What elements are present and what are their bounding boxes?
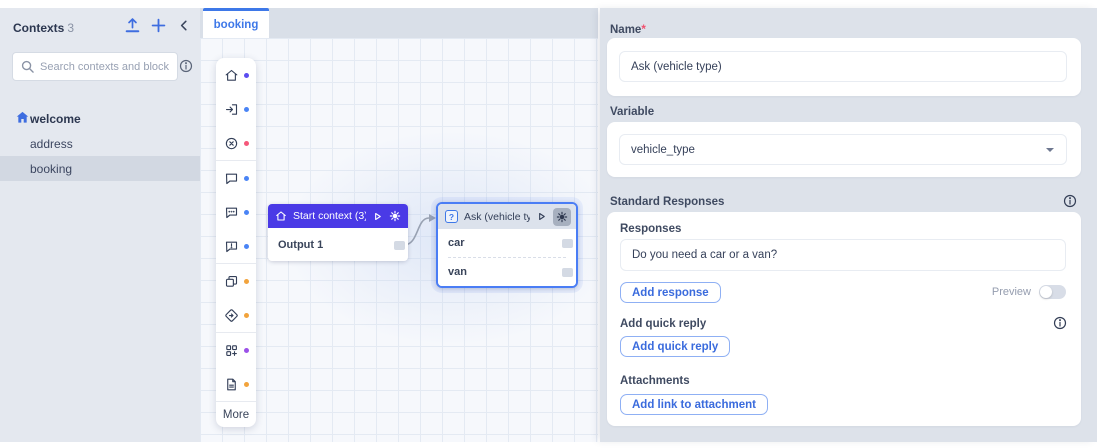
home-icon	[276, 211, 286, 221]
block-toolbar: More	[216, 58, 256, 427]
block-goto[interactable]	[216, 298, 256, 332]
node-start-context[interactable]: Start context (3) Output 1	[268, 204, 408, 261]
message-dots-icon	[225, 207, 237, 218]
sidebar-item-address[interactable]: address	[30, 136, 73, 151]
enter-icon	[225, 103, 237, 115]
output-port[interactable]	[562, 239, 573, 248]
search-icon	[21, 60, 34, 73]
block-enter-context[interactable]	[216, 92, 256, 126]
required-asterisk: *	[641, 24, 646, 36]
standard-responses-label: Standard Responses	[610, 196, 725, 208]
standard-responses-info-icon[interactable]	[1063, 194, 1077, 208]
search-input[interactable]	[40, 60, 169, 73]
output-port[interactable]	[562, 268, 573, 277]
add-attachment-button[interactable]: Add link to attachment	[620, 394, 768, 415]
node-title: Ask (vehicle type)	[464, 210, 530, 223]
name-input[interactable]	[619, 51, 1067, 82]
canvas-tabbar: booking	[200, 8, 598, 38]
close-circle-icon	[225, 137, 237, 149]
home-icon	[16, 111, 29, 123]
contexts-count: 3	[67, 21, 75, 35]
search-box[interactable]	[12, 52, 178, 81]
question-bubble-icon: ?	[445, 210, 458, 223]
output-port[interactable]	[394, 240, 405, 250]
collapse-sidebar-icon[interactable]	[177, 19, 190, 32]
preview-label: Preview	[991, 286, 1031, 298]
node-output-row: van	[438, 258, 576, 286]
attachments-label: Attachments	[620, 375, 690, 387]
quick-reply-info-icon[interactable]	[1053, 316, 1067, 330]
node-output-row: car	[438, 229, 576, 257]
response-input[interactable]	[620, 239, 1066, 271]
node-title: Start context (3)	[293, 210, 366, 222]
block-file[interactable]	[216, 367, 256, 401]
node-output-row: Output 1	[268, 228, 408, 261]
quick-reply-label: Add quick reply	[620, 318, 707, 330]
add-context-icon[interactable]	[151, 18, 166, 33]
responses-label: Responses	[620, 223, 682, 235]
blocks-plus-icon	[225, 344, 237, 356]
block-add-blocks[interactable]	[216, 333, 256, 367]
variable-card: vehicle_type	[607, 122, 1081, 177]
chevron-down-icon	[1046, 147, 1054, 152]
flow-canvas[interactable]: More Start context (3) Output 1 ? Ask (v…	[200, 38, 598, 442]
add-response-button[interactable]: Add response	[620, 282, 721, 303]
block-copy[interactable]	[216, 264, 256, 298]
add-quick-reply-button[interactable]: Add quick reply	[620, 336, 731, 357]
block-start-context[interactable]	[216, 58, 256, 92]
standard-responses-card: Responses Add response Preview Add quick…	[607, 212, 1081, 426]
play-icon[interactable]	[372, 211, 383, 222]
variable-select[interactable]: vehicle_type	[619, 134, 1067, 165]
variable-label: Variable	[610, 106, 655, 118]
block-message[interactable]	[216, 161, 256, 195]
name-card	[607, 38, 1081, 96]
name-label: Name*	[610, 24, 646, 36]
goto-icon	[224, 308, 238, 322]
block-notify[interactable]	[216, 229, 256, 263]
upload-icon[interactable]	[125, 18, 140, 33]
copy-icon	[225, 275, 237, 287]
play-icon[interactable]	[536, 211, 547, 222]
gear-icon[interactable]	[389, 210, 401, 222]
block-close-conversation[interactable]	[216, 126, 256, 160]
gear-icon[interactable]	[553, 207, 571, 226]
sidebar-item-booking[interactable]: booking	[0, 156, 200, 181]
file-icon	[226, 378, 236, 390]
toolbar-more-button[interactable]: More	[216, 401, 256, 427]
block-settings-panel: Name* Variable vehicle_type Standard Res…	[600, 8, 1097, 442]
message-alert-icon	[225, 241, 237, 252]
node-ask-vehicle-type[interactable]: ? Ask (vehicle type) car van	[436, 202, 578, 288]
block-ask-question[interactable]	[216, 195, 256, 229]
preview-toggle[interactable]	[1039, 285, 1066, 299]
search-info-icon[interactable]	[179, 59, 193, 73]
tab-booking[interactable]: booking	[203, 8, 269, 38]
sidebar-item-welcome[interactable]: welcome	[0, 106, 200, 131]
message-icon	[225, 173, 237, 184]
home-icon	[225, 69, 237, 81]
